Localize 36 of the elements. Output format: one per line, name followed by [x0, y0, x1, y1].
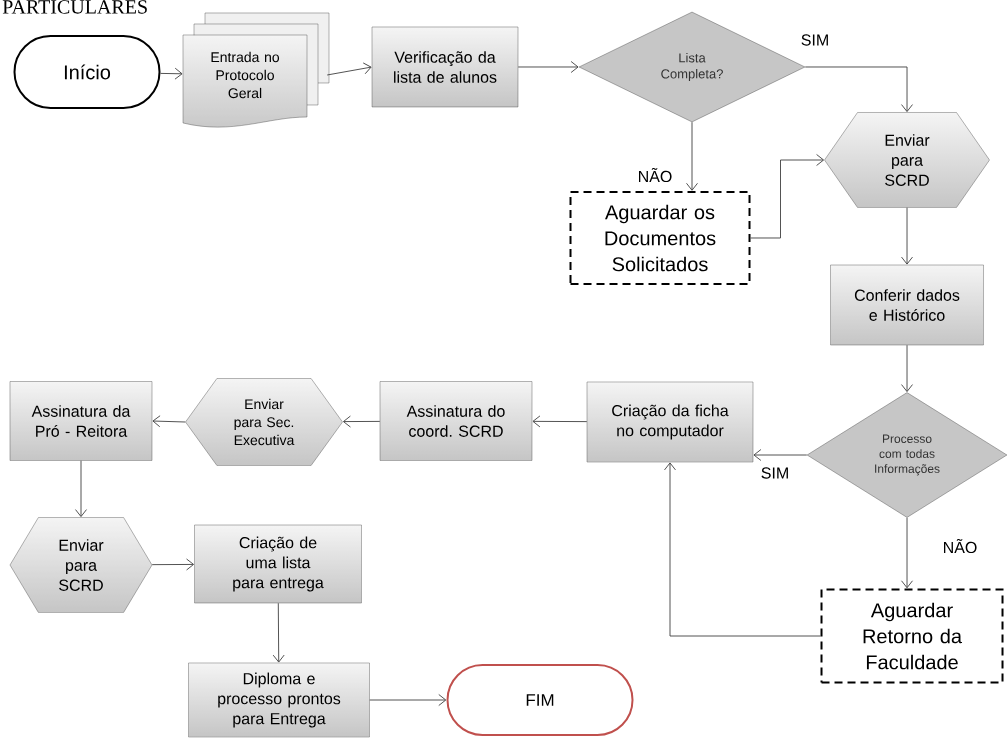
process-box: Assinatura do coord. SCRD [379, 381, 533, 461]
process-box: Verificação da lista de alunos [371, 26, 519, 108]
arrow [901, 207, 913, 265]
process-box: Conferir dados e Histórico [830, 264, 984, 346]
edge-label: SIM [758, 465, 792, 481]
edge-label: NÃO [940, 536, 980, 556]
arrow [686, 121, 698, 191]
preparation-hexagon: Enviar para Sec. Executiva [185, 378, 343, 466]
arrow [753, 449, 808, 461]
arrow [664, 462, 821, 637]
arrow [75, 460, 87, 518]
preparation-hexagon: Enviar para SCRD [9, 517, 153, 613]
arrow [901, 517, 913, 589]
preparation-hexagon: Enviar para SCRD [824, 112, 990, 208]
waiting-box: Aguardar Retorno da Faculdade [820, 588, 1004, 684]
arrow [160, 67, 183, 80]
process-box: Diploma e processo prontos para Entrega [188, 662, 370, 738]
arrow [517, 61, 579, 73]
process-box: Criação de uma lista para entrega [194, 524, 362, 604]
process-box: Criação da ficha no computador [586, 381, 754, 463]
page-heading: PARTICULARES [2, 0, 147, 14]
arrow [151, 558, 195, 571]
arrow [369, 694, 447, 706]
arrow [152, 415, 186, 428]
waiting-box: Aguardar os Documentos Solicitados [569, 191, 751, 285]
start-terminator: Início [13, 35, 161, 109]
edge-label: NÃO [635, 165, 675, 185]
arrow [532, 415, 588, 428]
arrow [901, 344, 913, 392]
end-terminator: FIM [446, 664, 634, 736]
arrow [326, 62, 372, 76]
arrow [750, 154, 825, 239]
arrow [804, 66, 913, 112]
arrow [272, 602, 285, 663]
arrow [343, 415, 381, 428]
process-box: Assinatura da Pró - Reitora [9, 381, 153, 461]
